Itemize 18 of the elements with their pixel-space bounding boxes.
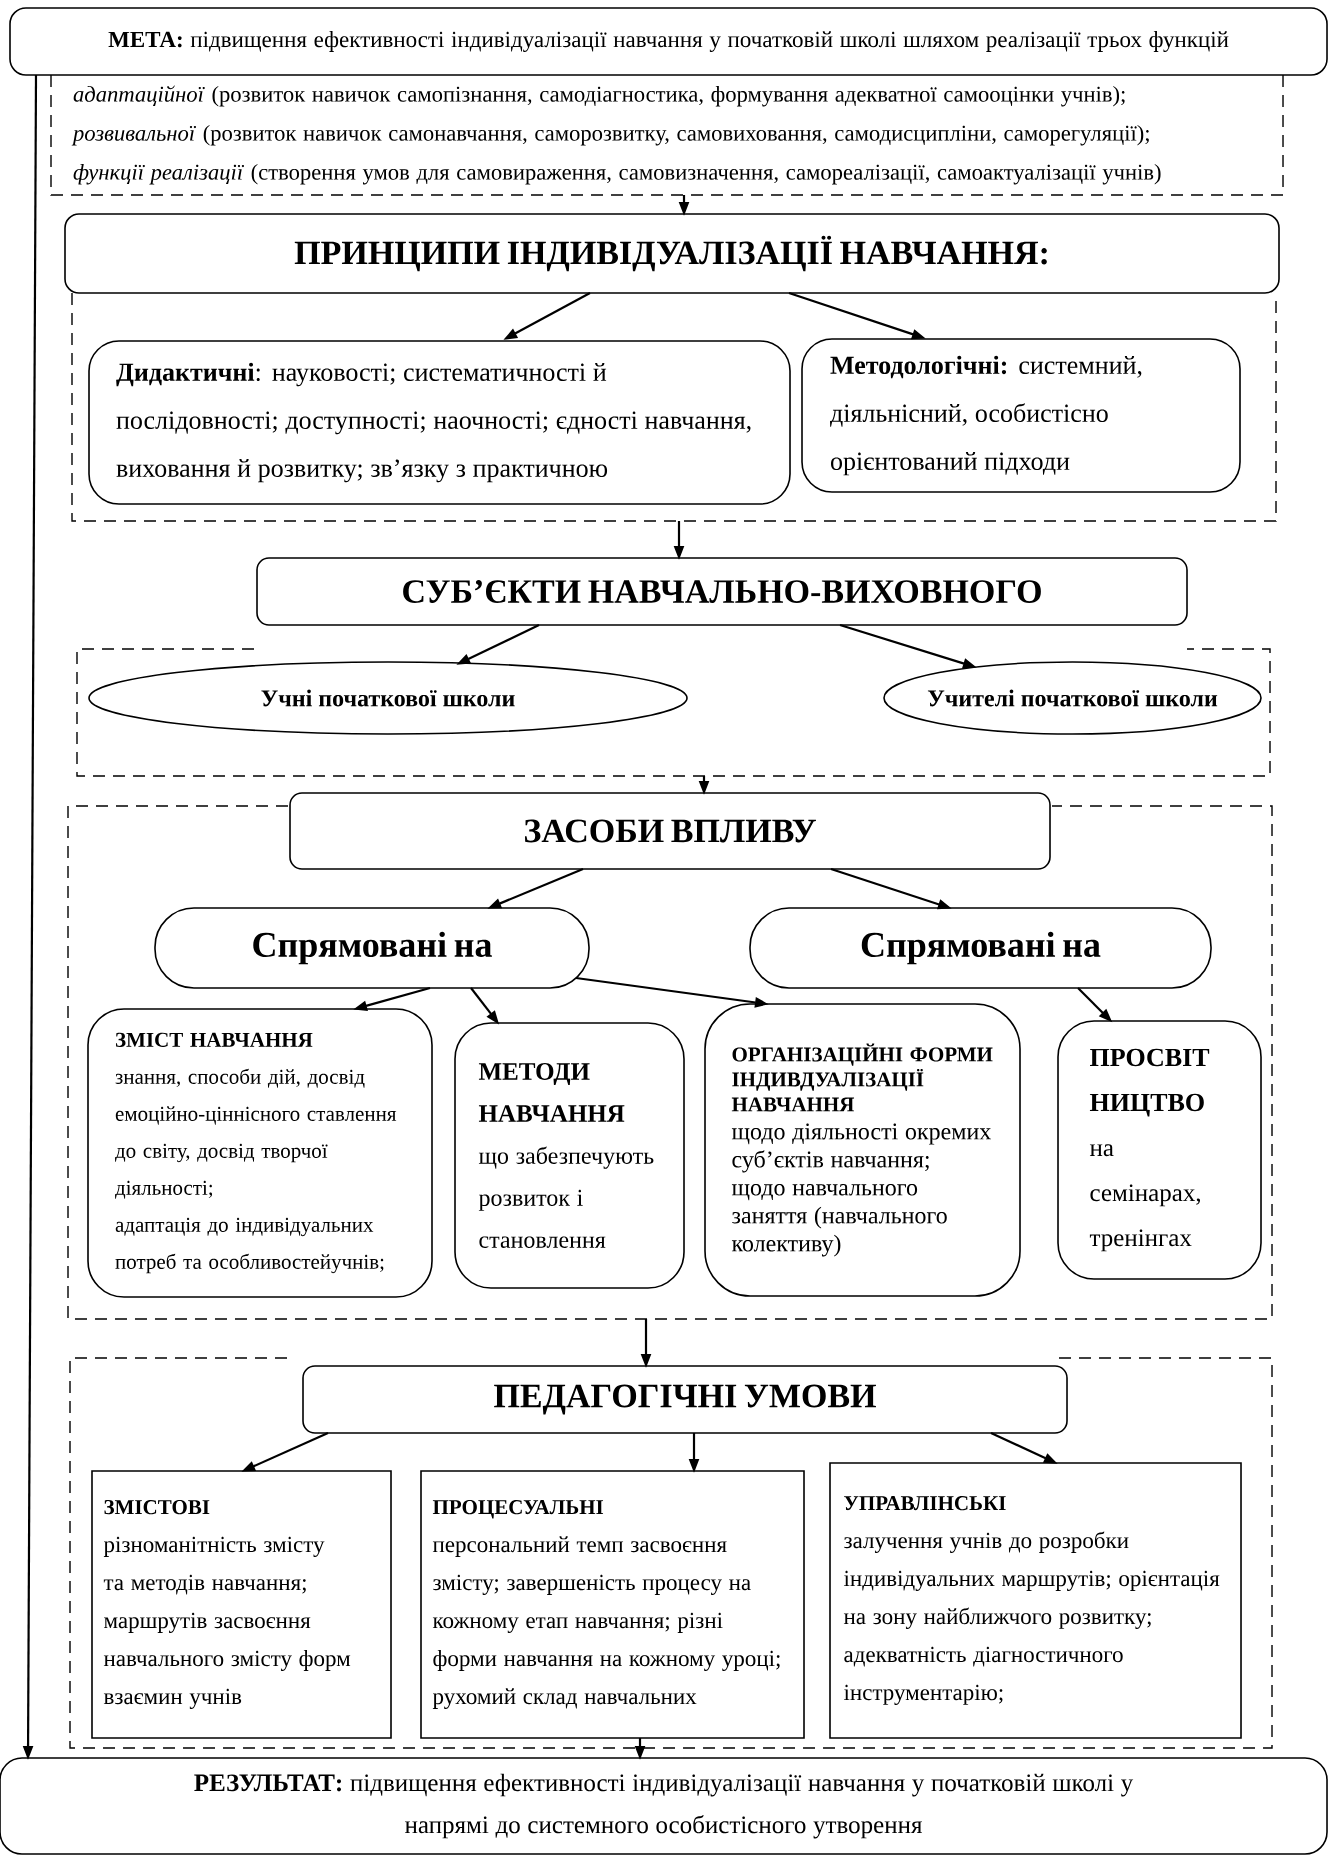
heading-box: СУБ’ЄКТИ НАВЧАЛЬНО-ВИХОВНОГО (256, 557, 1188, 626)
rounded-box: ЗМІСТ НАВЧАННЯ знання, способи дій, досвід емоційно-ціннісного ставлення до світу, досвід творчої діяльності; адаптація до індивідуальних потреб та особливостейучнів; (87, 1008, 433, 1298)
goal-box: МЕТА: підвищення ефективності індивідуалізації навчання у початковій школі шляхом реалізації трьох функцій (9, 7, 1328, 76)
text-box: ЗМІСТОВІ різноманітність змісту та методів навчання; маршрутів засвоєння навчального змісту форм взаємин учнів (91, 1470, 392, 1739)
rounded-box: Дидактичні: науковості; систематичності й послідовності; доступності; наочності; єдності навчання, виховання й розвитку; зв’язку з практичною (88, 340, 791, 505)
text-box: ПРОЦЕСУАЛЬНІ персональний темп засвоєння змісту; завершеність процесу на кожному етап навчання; різні форми навчання на кожному уроці; рухомий склад навчальних (420, 1470, 805, 1739)
rounded-box: ОРГАНІЗАЦІЙНІ ФОРМИ ІНДИВДУАЛІЗАЦІЇ НАВЧАННЯ щодо діяльності окремих суб’єктів навчання; щодо навчального заняття (навчального колективу) (704, 1003, 1021, 1297)
heading-box: ПРИНЦИПИ ІНДИВІДУАЛІЗАЦІЇ НАВЧАННЯ: (64, 213, 1280, 294)
oval: Учні початкової школи (88, 661, 688, 735)
rounded-box: ПРОСВІТ НИЦТВО на семінарах, тренінгах (1057, 1020, 1262, 1280)
oval: Учителі початкової школи (883, 661, 1262, 735)
result-box: РЕЗУЛЬТАТ: підвищення ефективності індивідуалізації навчання у початковій школі у напрямі до системного особистісного утворення (0, 1757, 1328, 1855)
heading-box: ПЕДАГОГІЧНІ УМОВИ (302, 1365, 1068, 1434)
rounded-box: МЕТОДИ НАВЧАННЯ що забезпечують розвиток і становлення (454, 1022, 685, 1289)
heading-box: ЗАСОБИ ВПЛИВУ (289, 792, 1051, 870)
text-box: УПРАВЛІНСЬКІ залучення учнів до розробки індивідуальних маршрутів; орієнтація на зону найближчого розвитку; адекватність діагностичного інструментарію; (829, 1462, 1242, 1739)
functions-frame: адаптаційної (розвиток навичок самопізнання, самодіагностика, формування адекватної самооцінки учнів); розвивальної (розвиток навичок самонавчання, саморозвитку, самовиховання, самодисципліни, саморегуляції); функції реалізації (створення умов для самовираження, самовизначення, самореалізації, самоактуалізації учнів) (50, 74, 1284, 196)
rounded-box: Методологічні: системний, діяльнісний, особистісно орієнтований підходи (801, 338, 1241, 493)
